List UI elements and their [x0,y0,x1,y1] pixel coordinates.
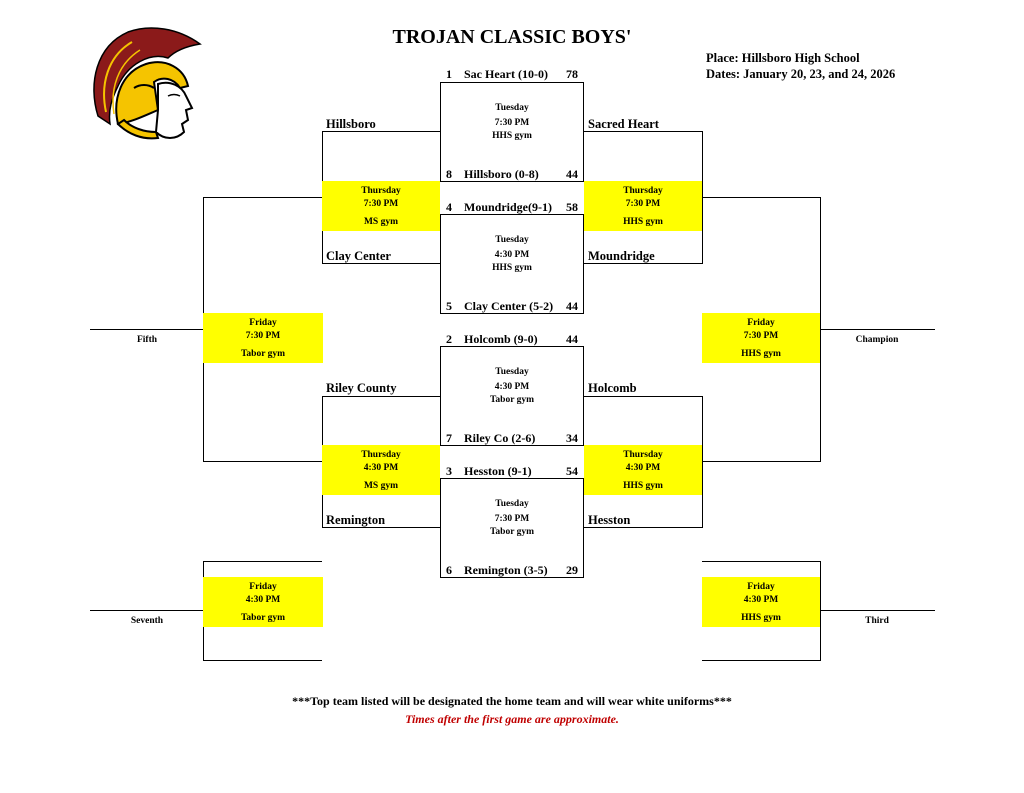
score-seed-8: 44 [566,167,578,181]
place-label-fifth: Fifth [136,335,158,345]
home-team-note: ***Top team listed will be designated th… [292,694,732,708]
highlight-block [322,181,440,231]
score-seed-6: 29 [566,563,578,577]
winners-team: Moundridge [588,249,655,263]
highlight-block [203,313,323,363]
highlight-block [702,577,820,627]
score-seed-4: 58 [566,200,578,214]
winners-team: Hesston [588,513,631,527]
score-seed-5: 44 [566,299,578,313]
score-seed-3: 54 [566,464,578,478]
highlight-block [322,445,440,495]
winners-team: Sacred Heart [588,117,659,131]
place-label-champion: Champion [855,335,899,345]
highlight-block [584,445,702,495]
highlight-block [702,313,820,363]
place-label-third: Third [865,616,889,626]
consolation-team: Hillsboro [326,117,376,131]
winners-team: Holcomb [588,381,637,395]
highlight-block [203,577,323,627]
score-seed-7: 34 [566,431,578,445]
highlight-block [584,181,702,231]
consolation-team: Remington [326,513,386,527]
approximate-times-note: Times after the first game are approxima… [405,712,619,726]
place-info: Place: Hillsboro High School [706,51,860,65]
consolation-team: Clay Center [326,249,391,263]
consolation-team: Riley County [326,381,397,395]
trojan-helmet-icon [93,27,202,140]
place-label-seventh: Seventh [130,616,164,626]
score-seed-2: 44 [566,332,578,346]
dates-info: Dates: January 20, 23, and 24, 2026 [706,67,896,81]
page-title: TROJAN CLASSIC BOYS' [392,26,632,48]
score-seed-1: 78 [566,67,578,81]
